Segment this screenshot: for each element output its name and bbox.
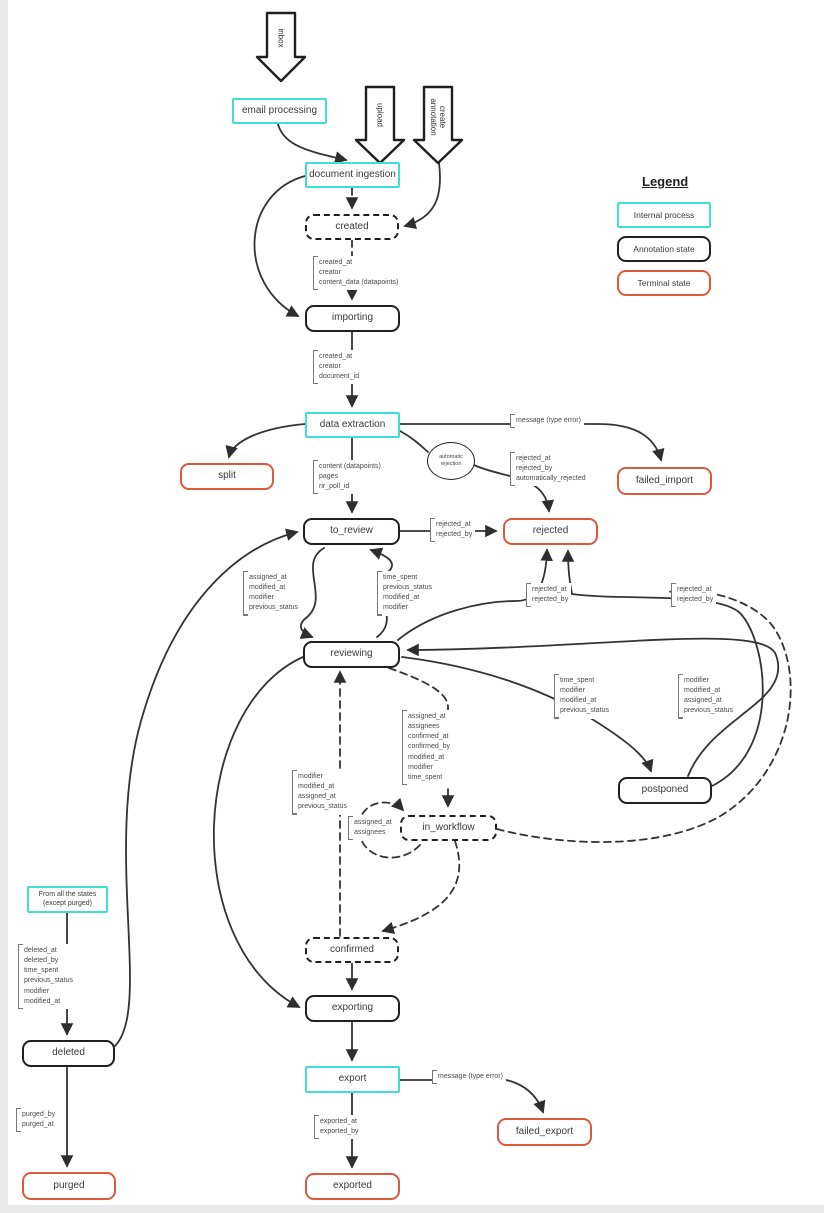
node-purged: purged (22, 1172, 116, 1200)
node-postponed: postponed (618, 777, 712, 804)
edge-label-export-failedexport: message (type error) (432, 1070, 506, 1085)
legend-terminal-state: Terminal state (617, 270, 711, 296)
edge-postponed-to-reviewing (406, 637, 780, 777)
edge-label-allstates-deleted: deleted_at deleted_by time_spent previou… (18, 944, 77, 1009)
node-document-ingestion: document ingestion (305, 162, 400, 188)
edge-reviewing-to-exporting (212, 656, 304, 1008)
edge-label-reviewing-postponed: time_spent modifier modified_at previous… (554, 674, 613, 719)
create-annotation-entry-arrow (412, 85, 464, 165)
edge-inworkflow-right-arc (496, 589, 792, 843)
inbox-arrow-label: inbox (276, 28, 286, 48)
edge-extraction-to-split (225, 423, 306, 459)
edge-label-postponed-reviewing: modifier modified_at assigned_at previou… (678, 674, 737, 719)
node-confirmed: confirmed (305, 937, 399, 963)
edge-label-extraction-failedimport: message (type error) (510, 414, 584, 429)
node-split: split (180, 463, 274, 490)
edge-toreview-to-reviewing (299, 547, 325, 639)
inbox-entry-arrow (255, 11, 307, 83)
edge-label-created-importing: created_at creator content_data (datapoi… (313, 256, 402, 291)
edge-label-extraction-toreview: content (datapoints) pages rir_poll_id (313, 460, 384, 495)
node-automatic-rejection: automatic rejection (427, 442, 475, 480)
edge-deleted-to-toreview (114, 528, 299, 1047)
upload-arrow-label: upload (375, 102, 385, 128)
legend-annotation-state: Annotation state (617, 236, 711, 262)
node-in-workflow: in_workflow (400, 815, 497, 841)
edge-label-confirmed-reviewing: modifier modified_at assigned_at previou… (292, 770, 351, 815)
node-exporting: exporting (305, 995, 400, 1022)
edge-extraction-to-failedimport (399, 423, 665, 462)
edge-postponed-to-rejected (561, 549, 764, 787)
node-importing: importing (305, 305, 400, 332)
edge-extraction-to-autoreject (399, 430, 429, 453)
legend-internal-process: Internal process (617, 202, 711, 228)
edge-label-inworkflow-self: assigned_at assignees (348, 816, 395, 841)
node-created: created (305, 214, 399, 240)
edge-label-importing-extraction: created_at creator document_id (313, 350, 363, 385)
edge-ingestion-to-importing (253, 175, 306, 317)
edge-label-toreview-reviewing: assigned_at modified_at modifier previou… (243, 571, 302, 616)
edge-inworkflow-to-confirmed (381, 840, 461, 935)
node-reviewing: reviewing (303, 641, 400, 668)
node-data-extraction: data extraction (305, 412, 400, 438)
legend-title: Legend (642, 174, 689, 189)
node-to-review: to_review (303, 518, 400, 545)
edge-reviewing-to-inworkflow (388, 667, 455, 808)
edge-label-reviewing-rejected: rejected_at rejected_by (526, 583, 572, 608)
edge-label-reviewing-toreview: time_spent previous_status modified_at m… (377, 571, 436, 616)
edge-reviewing-to-rejected (397, 548, 553, 641)
node-deleted: deleted (22, 1040, 115, 1067)
node-failed-import: failed_import (617, 467, 712, 495)
edge-label-postponed-rejected: rejected_at rejected_by (671, 583, 717, 608)
create-annotation-arrow-label: create annotation (429, 98, 448, 136)
node-exported: exported (305, 1173, 400, 1200)
node-failed-export: failed_export (497, 1118, 592, 1146)
node-from-all-states: From all the states (except purged) (27, 886, 108, 913)
edge-email-to-ingestion (277, 123, 348, 164)
upload-entry-arrow (354, 85, 406, 165)
node-rejected: rejected (503, 518, 598, 545)
node-export: export (305, 1066, 400, 1093)
edge-label-export-exported: exported_at exported_by (314, 1115, 362, 1140)
edge-label-deleted-purged: purged_by purged_at (16, 1108, 59, 1133)
node-email-processing: email processing (232, 98, 327, 124)
edge-create-annotation-to-created (403, 162, 441, 230)
edge-label-reviewing-inworkflow: assigned_at assignees confirmed_at confi… (402, 710, 454, 785)
edge-label-toreview-rejected: rejected_at rejected_by (430, 518, 476, 543)
edge-label-autoreject-rejected: rejected_at rejected_by automatically_re… (510, 452, 589, 487)
